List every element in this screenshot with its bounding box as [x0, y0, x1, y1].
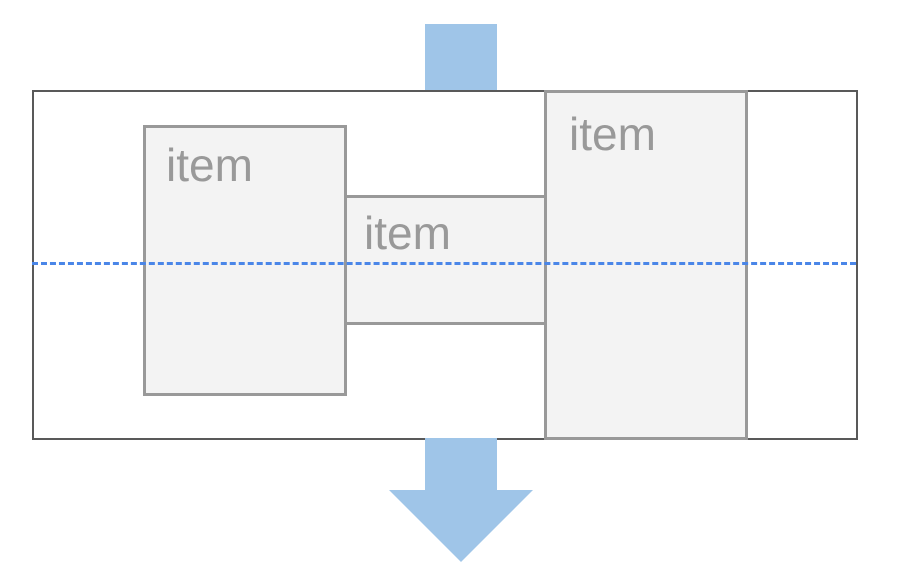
- item-label: item: [364, 207, 451, 259]
- flex-item-3: item: [544, 90, 748, 440]
- flex-item-1: item: [143, 125, 347, 396]
- baseline-line: [32, 262, 856, 265]
- item-label: item: [166, 139, 253, 191]
- item-label: item: [569, 108, 656, 160]
- flex-container: item item item: [32, 90, 858, 440]
- flex-item-2: item: [344, 195, 547, 325]
- arrow-down-icon: [389, 438, 533, 562]
- arrow-stem-icon: [425, 24, 497, 90]
